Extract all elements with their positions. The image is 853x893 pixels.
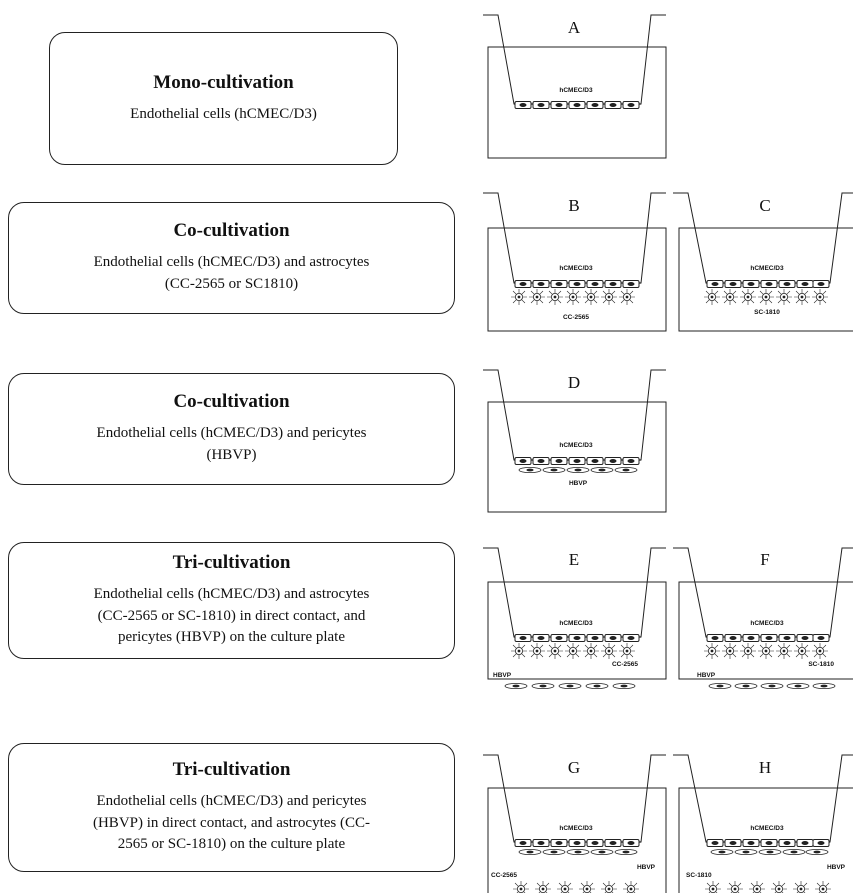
- panel-letter: A: [568, 18, 581, 37]
- membrane-cell-label: CC-2565: [612, 661, 638, 668]
- endothelial-layer: [514, 280, 640, 288]
- row-description: Endothelial cells (hCMEC/D3) and pericyt…: [92, 792, 370, 853]
- culture-well: [487, 401, 667, 513]
- astrocyte-plate-layer: [512, 880, 640, 893]
- membrane-cell-label: HBVP: [637, 864, 656, 871]
- panel-letter: D: [568, 373, 580, 392]
- insert-cell-label: hCMEC/D3: [559, 620, 593, 627]
- row-description: Endothelial cells (hCMEC/D3) and pericyt…: [96, 425, 367, 463]
- membrane-cell-label: CC-2565: [563, 314, 589, 321]
- panel-letter: B: [568, 196, 579, 215]
- insert-cell-label: hCMEC/D3: [559, 87, 593, 94]
- row-box-co-cultivation-astrocytes: Co-cultivation Endothelial cells (hCMEC/…: [8, 202, 455, 314]
- insert-cell-label: hCMEC/D3: [750, 620, 784, 627]
- row-box-tri-cultivation-astrocyte-contact: Tri-cultivation Endothelial cells (hCMEC…: [8, 542, 455, 659]
- panel-e: E hCMEC/D3 CC-2565 HBVP: [483, 547, 667, 690]
- membrane-cell-label: HBVP: [569, 480, 588, 487]
- plate-cell-label: CC-2565: [491, 872, 517, 879]
- endothelial-layer: [706, 634, 830, 642]
- astrocyte-layer: [510, 642, 636, 660]
- row-description: Endothelial cells (hCMEC/D3): [130, 105, 317, 122]
- pericyte-plate-layer: [708, 682, 836, 690]
- insert-cell-label: hCMEC/D3: [559, 265, 593, 272]
- membrane-cell-label: SC-1810: [808, 661, 834, 668]
- pericyte-layer: [518, 848, 638, 856]
- insert-cell-label: hCMEC/D3: [559, 442, 593, 449]
- panel-letter: E: [569, 550, 579, 569]
- astrocyte-layer: [703, 288, 829, 306]
- row-description: Endothelial cells (hCMEC/D3) and astrocy…: [93, 254, 370, 292]
- astrocyte-layer: [703, 642, 829, 660]
- row-box-tri-cultivation-pericyte-contact: Tri-cultivation Endothelial cells (hCMEC…: [8, 743, 455, 872]
- plate-cell-label: SC-1810: [686, 872, 712, 879]
- pericyte-layer: [518, 466, 638, 474]
- panel-letter: H: [759, 758, 771, 777]
- panel-h: H hCMEC/D3 HBVP SC-1810: [673, 754, 853, 893]
- endothelial-layer: [706, 839, 830, 847]
- endothelial-layer: [514, 457, 640, 465]
- row-title: Tri-cultivation: [172, 758, 291, 780]
- row-title: Tri-cultivation: [172, 551, 291, 573]
- row-title: Co-cultivation: [173, 391, 290, 413]
- endothelial-layer: [706, 280, 830, 288]
- row-title: Co-cultivation: [173, 220, 290, 242]
- panel-letter: F: [760, 550, 769, 569]
- plate-cell-label: HBVP: [493, 672, 512, 679]
- culture-well: [487, 227, 667, 332]
- culture-well: [678, 787, 853, 893]
- row-box-co-cultivation-pericytes: Co-cultivation Endothelial cells (hCMEC/…: [8, 373, 455, 485]
- endothelial-layer: [514, 101, 640, 109]
- membrane-cell-label: HBVP: [827, 864, 846, 871]
- astrocyte-layer: [510, 288, 636, 306]
- culture-well: [678, 227, 853, 332]
- panel-b: B hCMEC/D3 CC-2565: [483, 192, 667, 332]
- plate-cell-label: HBVP: [697, 672, 716, 679]
- panel-d: D hCMEC/D3 HBVP: [483, 369, 667, 513]
- panel-letter: C: [759, 196, 770, 215]
- culture-well: [678, 581, 853, 680]
- culture-well: [487, 46, 667, 159]
- insert-cell-label: hCMEC/D3: [750, 265, 784, 272]
- culture-well: [487, 787, 667, 893]
- endothelial-layer: [514, 839, 640, 847]
- panel-g: G hCMEC/D3 HBVP CC-2565: [483, 754, 667, 893]
- insert-cell-label: hCMEC/D3: [750, 825, 784, 832]
- panel-letter: G: [568, 758, 580, 777]
- panel-f: F hCMEC/D3 SC-1810 HBVP: [673, 547, 853, 690]
- membrane-cell-label: SC-1810: [754, 309, 780, 316]
- insert-cell-label: hCMEC/D3: [559, 825, 593, 832]
- astrocyte-plate-layer: [704, 880, 832, 893]
- row-description: Endothelial cells (hCMEC/D3) and astrocy…: [93, 585, 370, 646]
- row-box-mono-cultivation: Mono-cultivation Endothelial cells (hCME…: [49, 32, 398, 165]
- culture-well: [487, 581, 667, 680]
- pericyte-layer: [710, 848, 829, 856]
- panel-c: C hCMEC/D3 SC-1810: [673, 192, 853, 332]
- row-title: Mono-cultivation: [153, 71, 294, 93]
- endothelial-layer: [514, 634, 640, 642]
- panel-a: A hCMEC/D3: [483, 14, 667, 159]
- pericyte-plate-layer: [504, 682, 636, 690]
